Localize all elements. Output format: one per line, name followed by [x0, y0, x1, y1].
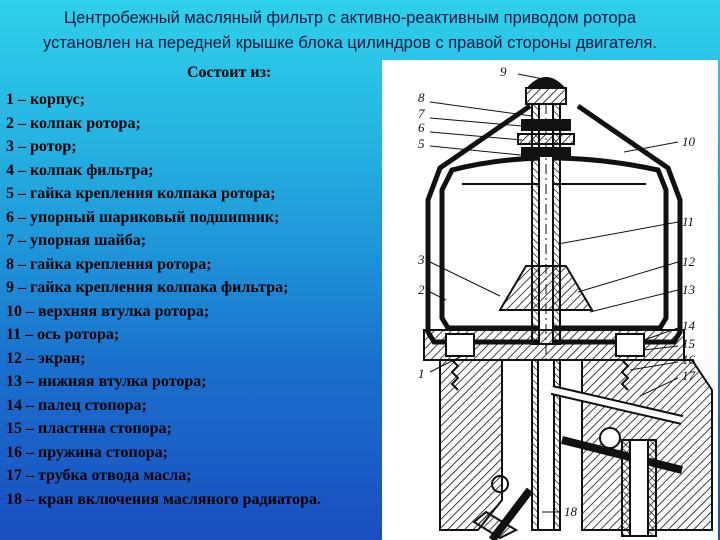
parts-list-item: 16 – пружина стопора;: [6, 443, 168, 461]
title-line-1: Центробежный масляный фильтр с активно-р…: [63, 9, 637, 27]
figure-label-9: 9: [500, 64, 507, 79]
filter-cross-section-drawing: 9 8 7 6 5 3 2 1 10 11 12 13 14 15 16 17 …: [382, 60, 718, 540]
parts-list-item: 2 – колпак ротора;: [6, 114, 141, 132]
figure-label-16: 16: [682, 352, 696, 367]
figure-label-1: 1: [418, 366, 425, 381]
parts-list-item: 9 – гайка крепления колпака фильтра;: [6, 279, 289, 296]
parts-list-item: 14 – палец стопора;: [6, 396, 147, 414]
figure-label-5: 5: [418, 136, 425, 151]
parts-list-item: 8 – гайка крепления ротора;: [6, 255, 212, 273]
body-housing: [439, 359, 503, 531]
parts-list-item: 11 – ось ротора;: [6, 326, 120, 343]
figure-label-10: 10: [682, 134, 696, 149]
figure-label-6: 6: [418, 120, 425, 135]
figure-label-8: 8: [418, 90, 425, 105]
title-line-2: установлен на передней крышке блока цили…: [43, 34, 657, 52]
figure-label-11: 11: [682, 214, 694, 229]
parts-list-item: 10 – верхняя втулка ротора;: [6, 302, 210, 320]
figure-label-2: 2: [418, 282, 425, 297]
rotor-cap: [439, 155, 669, 331]
figure-label-18: 18: [564, 504, 578, 519]
figure-label-15: 15: [682, 336, 696, 351]
figure-label-14: 14: [682, 318, 696, 333]
figure-label-12: 12: [682, 254, 696, 269]
parts-list-item: 3 – ротор;: [6, 138, 77, 155]
parts-list-item: 15 – пластина стопора;: [6, 420, 172, 437]
figure-label-17: 17: [682, 368, 696, 383]
parts-list-item: 6 – упорный шариковый подшипник;: [6, 208, 280, 226]
figure-label-3: 3: [417, 252, 425, 267]
figure-label-13: 13: [682, 282, 696, 297]
parts-list-item: 4 – колпак фильтра;: [6, 161, 154, 179]
parts-list: 1 – корпус; 2 – колпак ротора; 3 – ротор…: [6, 88, 321, 511]
parts-heading: Состоит из:: [187, 64, 272, 81]
parts-list-item: 13 – нижняя втулка ротора;: [6, 373, 207, 390]
figure-label-7: 7: [418, 106, 425, 121]
parts-list-item: 5 – гайка крепления колпака ротора;: [6, 185, 276, 202]
parts-list-item: 18 – кран включения масляного радиатора.: [6, 490, 321, 508]
rotor-cone: [498, 265, 594, 311]
slide-title: Центробежный масляный фильтр с активно-р…: [0, 6, 700, 56]
parts-list-item: 12 – экран;: [6, 349, 86, 367]
parts-list-item: 17 – трубка отвода масла;: [6, 467, 192, 484]
parts-list-item: 7 – упорная шайба;: [6, 232, 147, 249]
parts-list-item: 1 – корпус;: [6, 91, 86, 108]
